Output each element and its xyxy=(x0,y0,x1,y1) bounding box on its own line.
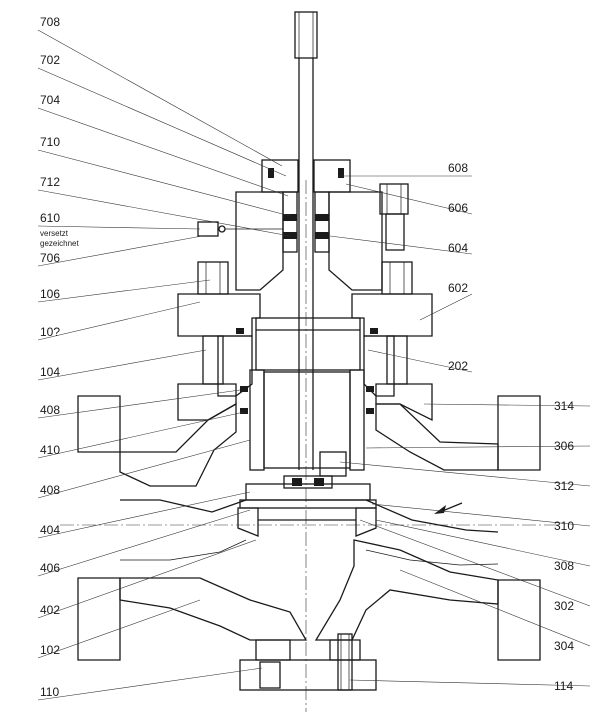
cage xyxy=(240,369,374,471)
valve-body xyxy=(77,383,541,661)
label-gezeichnet: gezeichnet xyxy=(40,239,79,248)
label-106: 106 xyxy=(40,287,60,301)
label-410: 410 xyxy=(40,443,60,457)
label-706: 706 xyxy=(40,251,60,265)
label-408b: 408 xyxy=(40,483,60,497)
valve-stem xyxy=(294,11,318,470)
leader-lines-right xyxy=(329,175,591,687)
label-604: 604 xyxy=(448,241,468,255)
label-114: 114 xyxy=(554,679,573,693)
label-104: 104 xyxy=(40,365,60,379)
label-202: 202 xyxy=(448,359,468,373)
label-102: 102 xyxy=(40,643,60,657)
label-404: 404 xyxy=(40,523,60,537)
labels-right: 608 606 604 602 202 314 306 312 310 308 … xyxy=(448,161,574,693)
label-708: 708 xyxy=(40,15,60,29)
flow-direction-arrow xyxy=(434,502,463,514)
label-702: 702 xyxy=(40,53,60,67)
label-10x: 10? xyxy=(40,325,60,339)
label-704: 704 xyxy=(40,93,60,107)
label-608: 608 xyxy=(448,161,468,175)
label-710: 710 xyxy=(40,135,60,149)
leader-lines-left xyxy=(37,29,291,701)
label-408a: 408 xyxy=(40,403,60,417)
label-402: 402 xyxy=(40,603,60,617)
label-712: 712 xyxy=(40,175,60,189)
labels-left: 708 702 704 710 712 610 versetzt gezeich… xyxy=(40,15,79,699)
label-110: 110 xyxy=(40,685,59,699)
label-314: 314 xyxy=(554,399,574,413)
label-312: 312 xyxy=(554,479,574,493)
label-606: 606 xyxy=(448,201,468,215)
bonnet-upper xyxy=(197,183,409,291)
bottom-cover xyxy=(239,633,377,691)
label-302: 302 xyxy=(554,599,574,613)
label-602: 602 xyxy=(448,281,468,295)
label-304: 304 xyxy=(554,639,574,653)
label-310: 310 xyxy=(554,519,574,533)
plug-and-seat xyxy=(237,451,377,537)
label-406: 406 xyxy=(40,561,60,575)
label-308: 308 xyxy=(554,559,574,573)
label-versetzt: versetzt xyxy=(40,229,69,238)
label-610: 610 xyxy=(40,211,60,225)
label-306: 306 xyxy=(554,439,574,453)
